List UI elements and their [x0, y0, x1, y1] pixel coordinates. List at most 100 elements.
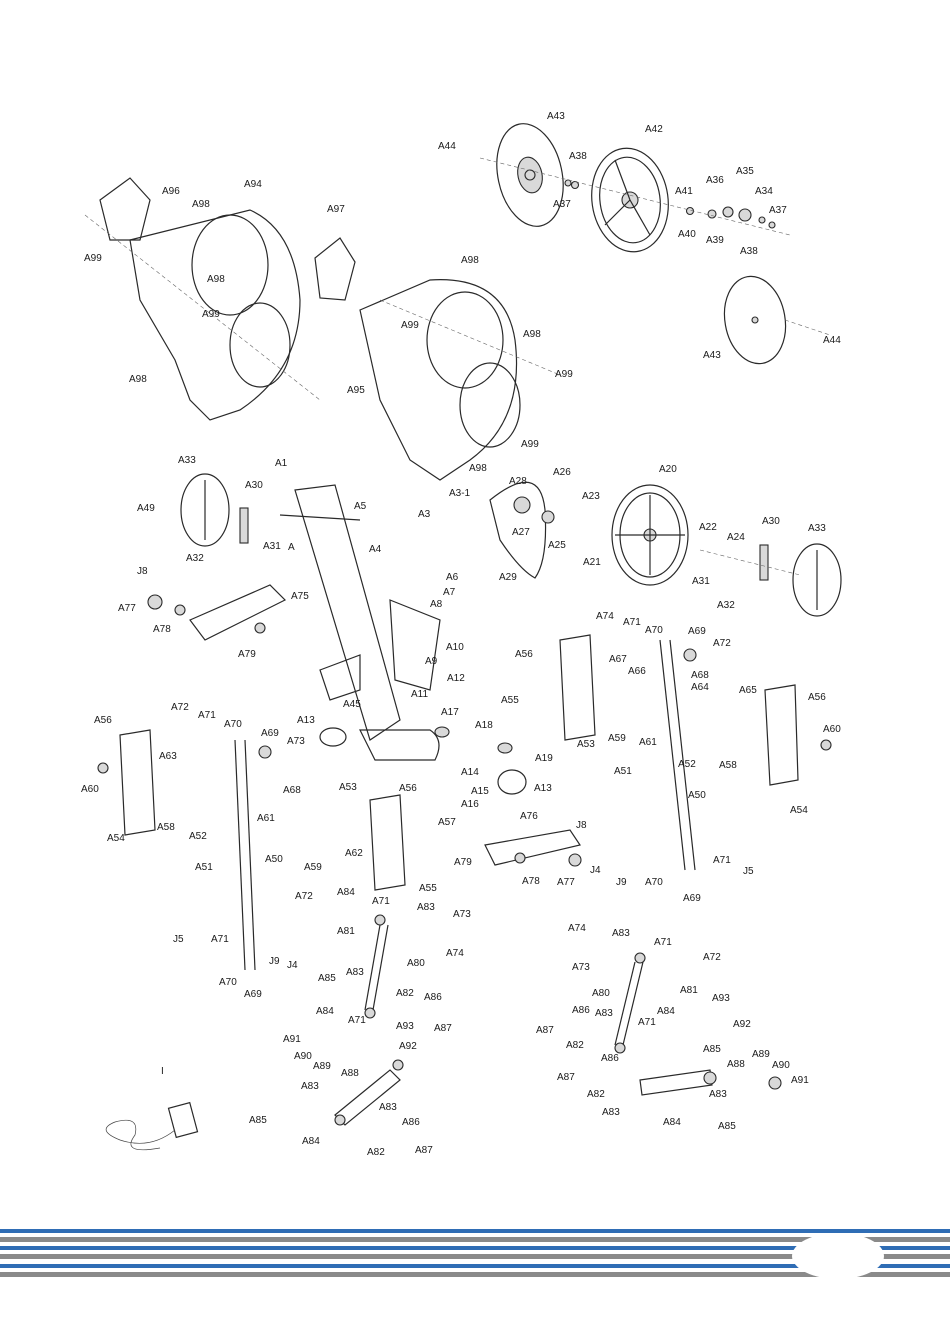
callout-a70: A70 [645, 625, 663, 636]
callout-a42: A42 [645, 124, 663, 135]
stripe-6 [0, 1272, 950, 1277]
callout-a84: A84 [316, 1006, 334, 1017]
callout-a88: A88 [341, 1068, 359, 1079]
axle-parts-top [479, 157, 791, 236]
callout-j9: J9 [269, 956, 280, 967]
disc-a43-right [723, 275, 831, 365]
callout-a4: A4 [369, 544, 382, 555]
callout-a33: A33 [808, 523, 826, 534]
callout-a87: A87 [536, 1025, 554, 1036]
callout-j5: J5 [743, 866, 754, 877]
callout-a: A [288, 542, 295, 553]
callout-a43: A43 [547, 111, 565, 122]
callout-a78: A78 [522, 876, 540, 887]
crank-a76 [484, 829, 582, 867]
callout-a69: A69 [683, 893, 701, 904]
callout-a84: A84 [663, 1117, 681, 1128]
callout-a45: A45 [343, 699, 361, 710]
callout-a13: A13 [534, 783, 552, 794]
callout-a71: A71 [198, 710, 216, 721]
callout-a44: A44 [438, 141, 456, 152]
callout-a69: A69 [688, 626, 706, 637]
callout-a70: A70 [224, 719, 242, 730]
callout-a74: A74 [446, 948, 464, 959]
callout-a65: A65 [739, 685, 757, 696]
callout-a74: A74 [568, 923, 586, 934]
callout-a50: A50 [265, 854, 283, 865]
callout-a83: A83 [417, 902, 435, 913]
callout-a53: A53 [339, 782, 357, 793]
callout-j8: J8 [137, 566, 148, 577]
callout-a84: A84 [337, 887, 355, 898]
callout-a9: A9 [425, 656, 438, 667]
callout-a15: A15 [471, 786, 489, 797]
callout-a8: A8 [430, 599, 443, 610]
callout-i: I [161, 1066, 164, 1077]
callout-a83: A83 [602, 1107, 620, 1118]
crank-a75 [147, 584, 287, 641]
callout-a25: A25 [548, 540, 566, 551]
callout-a83: A83 [595, 1008, 613, 1019]
callout-a72: A72 [703, 952, 721, 963]
callout-a97: A97 [327, 204, 345, 215]
callout-a68: A68 [283, 785, 301, 796]
callout-a99: A99 [202, 309, 220, 320]
callout-a30: A30 [245, 480, 263, 491]
right-cover-a95 [314, 237, 561, 481]
callout-a52: A52 [678, 759, 696, 770]
stripe-1 [0, 1229, 950, 1233]
callout-a17: A17 [441, 707, 459, 718]
stripe-2 [0, 1237, 950, 1242]
callout-a87: A87 [415, 1145, 433, 1156]
callout-a20: A20 [659, 464, 677, 475]
callout-a85: A85 [718, 1121, 736, 1132]
callout-a50: A50 [688, 790, 706, 801]
callout-a54: A54 [790, 805, 808, 816]
callout-a99: A99 [555, 369, 573, 380]
callout-a3: A3 [418, 509, 431, 520]
callout-a71: A71 [211, 934, 229, 945]
callout-j9: J9 [616, 877, 627, 888]
left-pedal-assembly [97, 729, 406, 971]
callout-a38: A38 [740, 246, 758, 257]
callout-a77: A77 [557, 877, 575, 888]
left-cover-a94 [84, 177, 321, 421]
callout-a71: A71 [623, 617, 641, 628]
callout-a83: A83 [346, 967, 364, 978]
callout-a93: A93 [396, 1021, 414, 1032]
callout-a10: A10 [446, 642, 464, 653]
callout-a37: A37 [769, 205, 787, 216]
callout-a51: A51 [195, 862, 213, 873]
callout-a82: A82 [566, 1040, 584, 1051]
callout-a98: A98 [207, 274, 225, 285]
callout-a49: A49 [137, 503, 155, 514]
callout-a31: A31 [263, 541, 281, 552]
callout-a93: A93 [712, 993, 730, 1004]
callout-a41: A41 [675, 186, 693, 197]
callout-a96: A96 [162, 186, 180, 197]
callout-a90: A90 [772, 1060, 790, 1071]
callout-a30: A30 [762, 516, 780, 527]
callout-a58: A58 [157, 822, 175, 833]
callout-a87: A87 [557, 1072, 575, 1083]
callout-a98: A98 [129, 374, 147, 385]
callout-a82: A82 [396, 988, 414, 999]
callout-a82: A82 [587, 1089, 605, 1100]
callout-a86: A86 [572, 1005, 590, 1016]
handwheel-a42 [591, 147, 669, 253]
callout-a75: A75 [291, 591, 309, 602]
callout-j4: J4 [590, 865, 601, 876]
disc-a33-right [699, 543, 842, 617]
callout-a64: A64 [691, 682, 709, 693]
callout-a53: A53 [577, 739, 595, 750]
callout-a60: A60 [823, 724, 841, 735]
callout-a89: A89 [752, 1049, 770, 1060]
callout-a32: A32 [717, 600, 735, 611]
callout-a77: A77 [118, 603, 136, 614]
callout-a36: A36 [706, 175, 724, 186]
stripe-4 [0, 1254, 950, 1259]
right-pedal-assembly [559, 634, 832, 871]
callout-a12: A12 [447, 673, 465, 684]
callout-a35: A35 [736, 166, 754, 177]
